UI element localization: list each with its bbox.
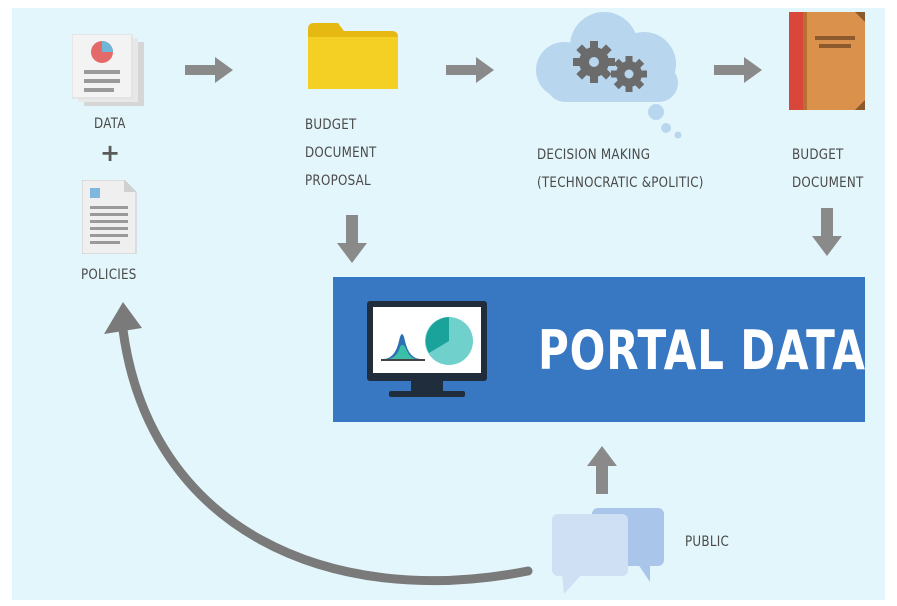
arrow-down-icon <box>812 208 842 256</box>
arrow-right-icon <box>714 57 762 83</box>
cloud-gears-icon <box>536 12 682 139</box>
folder-icon <box>308 23 398 89</box>
book-icon <box>789 12 865 110</box>
portal-title: PORTAL DATA <box>538 319 866 382</box>
plus-sign: + <box>100 139 121 167</box>
proposal-label: BUDGET DOCUMENT PROPOSAL <box>305 117 377 189</box>
public-label: PUBLIC <box>685 534 730 550</box>
portal-data-banner: PORTAL DATA <box>333 277 865 422</box>
policies-label: POLICIES <box>81 267 137 283</box>
decision-label: DECISION MAKING (TECHNOCRATIC &POLITIC) <box>537 147 704 191</box>
report-chart-icon <box>72 34 144 106</box>
arrow-right-icon <box>446 57 494 83</box>
monitor-chart-icon <box>367 301 487 397</box>
arrow-down-icon <box>337 215 367 263</box>
document-icon <box>82 180 137 254</box>
arrow-up-icon <box>587 446 617 494</box>
data-label: DATA <box>94 116 126 132</box>
budget-document-label: BUDGET DOCUMENT <box>792 147 864 191</box>
arrow-right-icon <box>185 57 233 83</box>
speech-bubbles-icon <box>552 508 664 594</box>
